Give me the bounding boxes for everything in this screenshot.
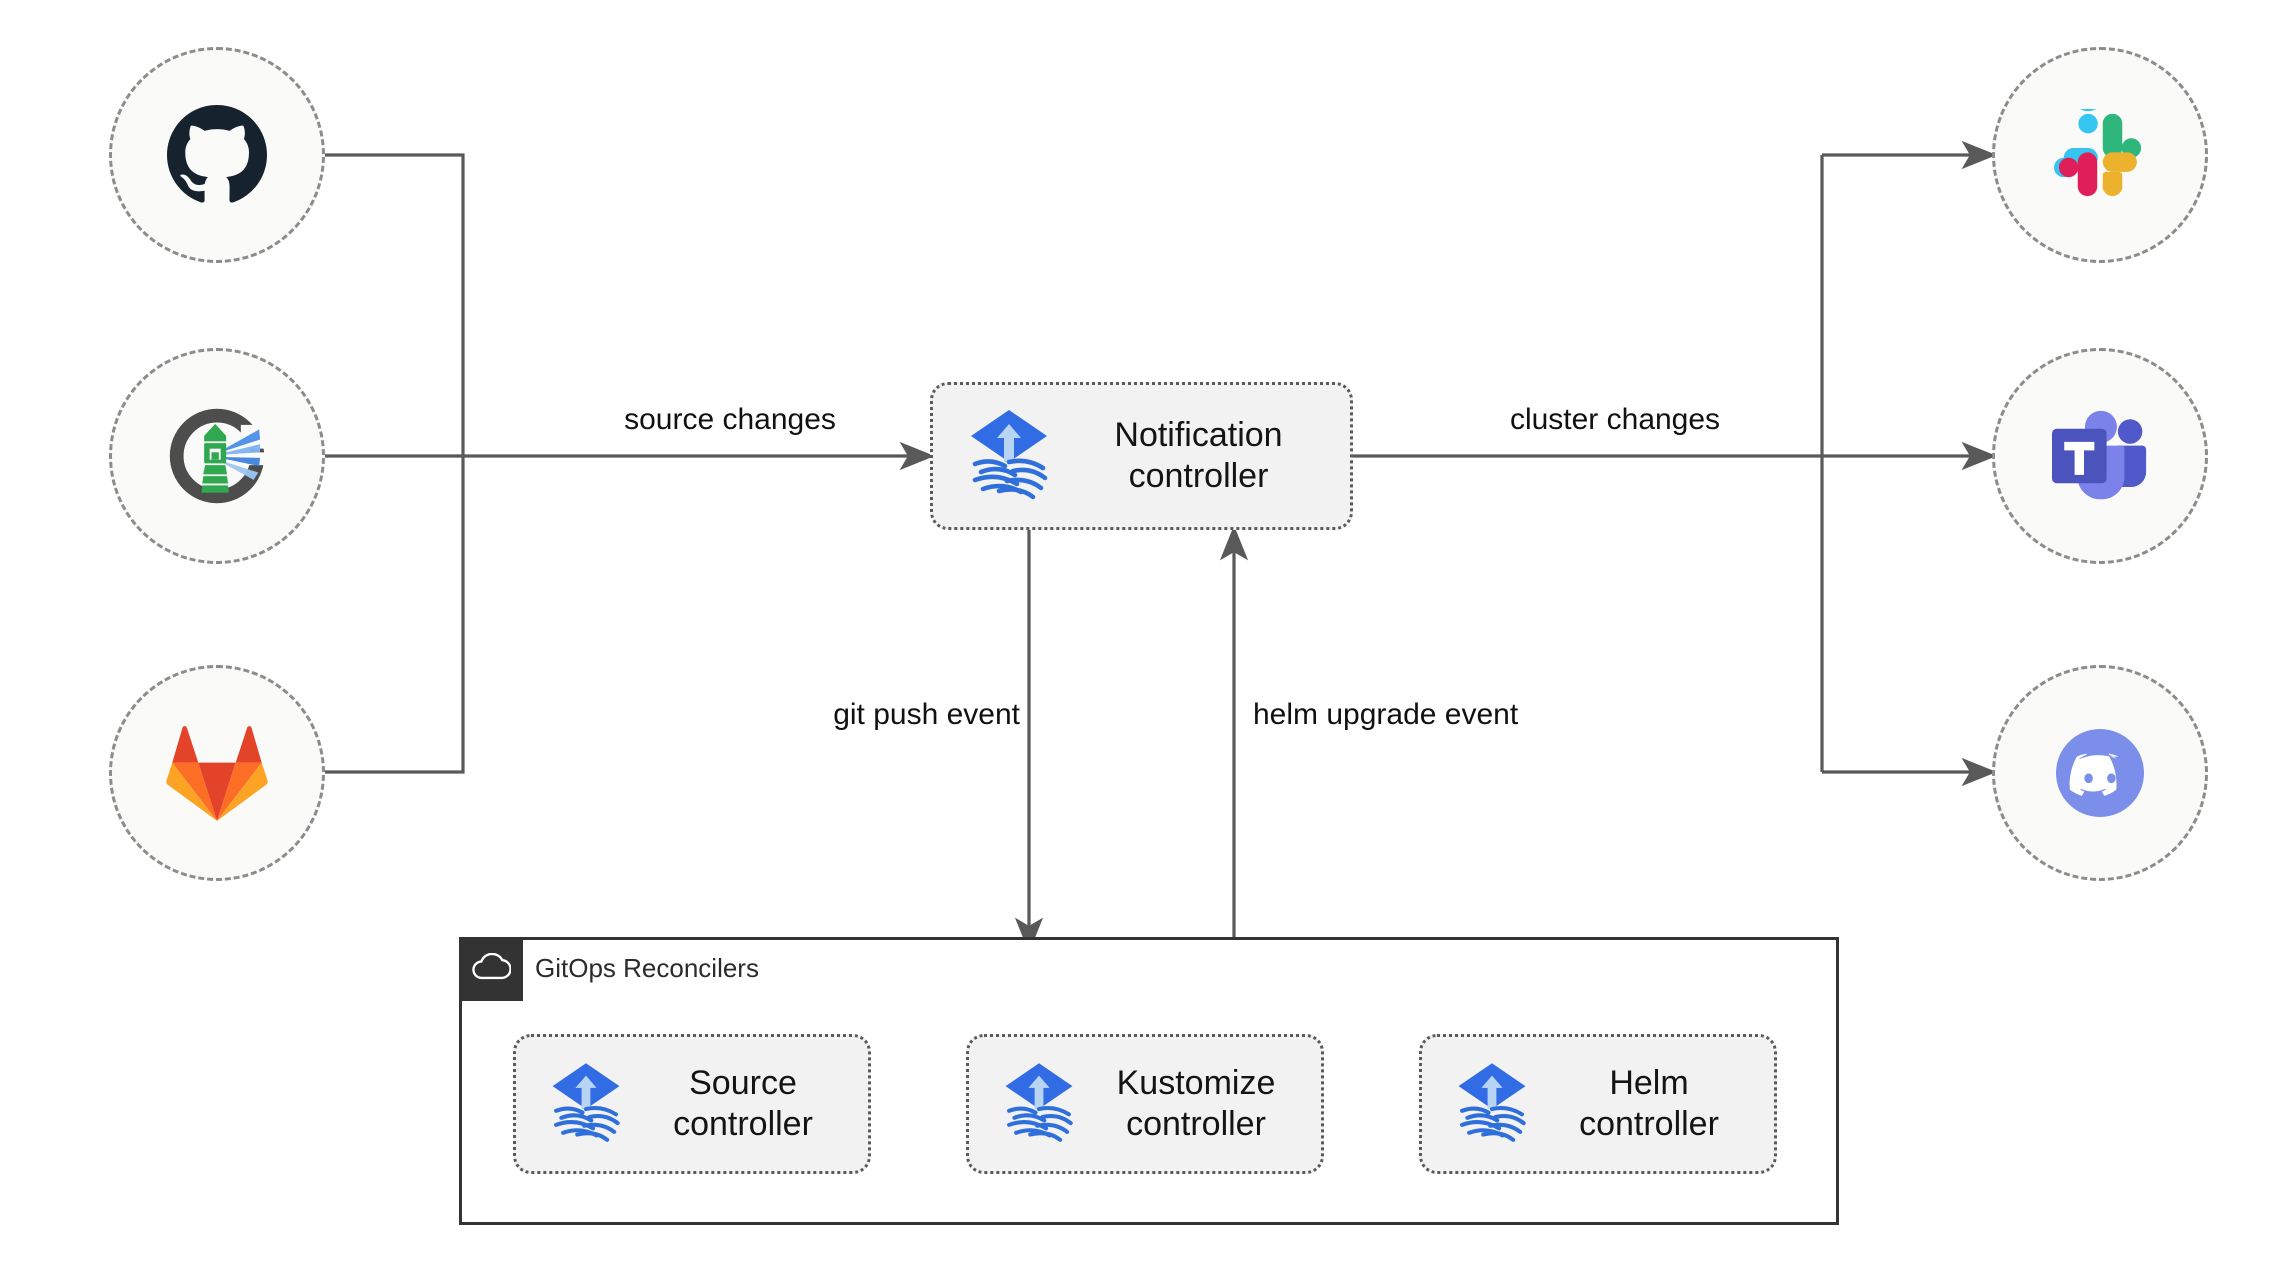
edge-label-helm-upgrade-event: helm upgrade event — [1253, 698, 1519, 731]
github-icon — [167, 105, 267, 205]
helm-controller-label: Helm controller — [1579, 1063, 1719, 1143]
target-node-discord[interactable] — [1992, 665, 2208, 881]
discord-icon — [2045, 718, 2155, 828]
notification-controller-box[interactable]: Notification controller — [930, 382, 1353, 530]
helm-controller-box[interactable]: Helm controller — [1419, 1034, 1777, 1174]
edge-label-cluster-changes: cluster changes — [1509, 403, 1721, 436]
wire-source-changes — [287, 153, 935, 774]
source-controller-label: Source controller — [673, 1063, 813, 1143]
kustomize-controller-box[interactable]: Kustomize controller — [966, 1034, 1324, 1174]
target-node-teams[interactable] — [1992, 348, 2208, 564]
flux-logo-icon — [959, 404, 1059, 509]
flux-logo-icon — [995, 1058, 1083, 1151]
flux-logo-icon — [1448, 1058, 1536, 1151]
gitops-container-title: GitOps Reconcilers — [535, 953, 759, 983]
edge-label-git-push-event: git push event — [833, 698, 1020, 731]
microsoft-teams-icon — [2048, 408, 2152, 504]
flux-logo-icon — [542, 1058, 630, 1151]
cloud-icon — [471, 952, 512, 986]
source-node-gitlab[interactable] — [109, 665, 325, 881]
source-node-github[interactable] — [109, 47, 325, 263]
gitops-container-tab — [459, 937, 523, 1001]
edge-label-source-changes: source changes — [624, 403, 836, 436]
notification-controller-label: Notification controller — [1114, 415, 1283, 495]
flux-lighthouse-icon — [162, 401, 272, 511]
source-controller-box[interactable]: Source controller — [513, 1034, 871, 1174]
source-node-flux[interactable] — [109, 348, 325, 564]
gitlab-icon — [165, 725, 269, 821]
target-node-slack[interactable] — [1992, 47, 2208, 263]
slack-icon — [2054, 109, 2146, 201]
kustomize-controller-label: Kustomize controller — [1116, 1063, 1276, 1143]
wire-cluster-changes — [1353, 140, 1997, 787]
